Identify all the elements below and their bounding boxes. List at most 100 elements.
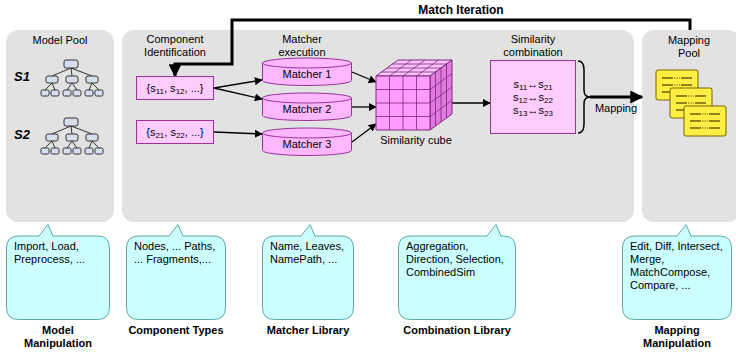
bubble-shape — [262, 224, 354, 320]
cylinder-top — [263, 133, 352, 138]
node-text: Nodes, ... Paths, ... Fragments,... — [134, 240, 220, 266]
cube-shape — [370, 58, 462, 132]
similarity-cube: Similarity cube — [370, 58, 462, 150]
connector-label: Mapping — [593, 102, 639, 115]
subscript: 21 — [155, 131, 164, 140]
matcher-cylinder: Matcher 1 — [262, 58, 352, 86]
library-title: Mapping Manipulation — [622, 324, 732, 350]
cylinder-body — [263, 128, 352, 156]
cube-grid — [376, 116, 430, 117]
node-text: Matcher 3 — [262, 138, 352, 151]
connector — [452, 102, 490, 103]
bubble-outline — [399, 225, 516, 320]
column-heading: Matcher execution — [262, 33, 342, 59]
mapping-sheet — [684, 106, 726, 136]
pool-panel: Mapping Pool — [642, 30, 736, 222]
match-process-panel — [122, 30, 634, 222]
pool-panel: Model Pool — [6, 30, 114, 222]
component-box: {s21, s22, ...} — [136, 120, 214, 144]
subscript: 22 — [176, 131, 185, 140]
subscript: 21 — [544, 83, 553, 92]
cube-grid — [393, 64, 447, 65]
connector — [175, 20, 690, 76]
node-text: s12↔s22 — [513, 91, 553, 104]
node-text: {s21, s22, ...} — [146, 126, 204, 139]
cube-grid — [376, 103, 430, 104]
library-title: Component Types — [126, 324, 226, 337]
cube-face — [430, 60, 452, 130]
bubble-text-area: Aggregation, Direction, Selection, Combi… — [406, 240, 510, 279]
connector — [214, 132, 262, 134]
cube-face — [376, 76, 430, 130]
subscript: 13 — [519, 109, 528, 118]
callout-bubble: Aggregation, Direction, Selection, Combi… — [398, 224, 516, 320]
library-title: Combination Library — [398, 324, 516, 337]
column-heading: Similarity combination — [490, 33, 576, 59]
cube-caption-area: Similarity cube — [366, 134, 466, 147]
connector — [214, 80, 262, 88]
connector-label: Match Iteration — [416, 3, 505, 17]
connector — [352, 106, 376, 107]
schema-name: S1 — [14, 70, 38, 83]
panel-heading-area: Model Pool — [31, 34, 89, 47]
cylinder-top — [263, 63, 352, 68]
connector — [590, 96, 642, 99]
cube-grid — [417, 60, 439, 76]
cube-grid — [430, 101, 452, 117]
bubble-text-area: Edit, Diff, Intersect, Merge, MatchCompo… — [630, 240, 726, 292]
subscript: 11 — [156, 87, 164, 96]
subscript: 12 — [519, 96, 528, 105]
bubble-outline — [263, 225, 354, 320]
mapping-bracket — [578, 61, 590, 133]
callout-bubble: Edit, Diff, Intersect, Merge, MatchCompo… — [622, 224, 732, 320]
node-text: s11↔s21 — [513, 78, 552, 91]
cylinder-text-area: Matcher 3 — [262, 138, 352, 151]
node-text: Matcher 1 — [262, 68, 352, 81]
cube-grid — [430, 87, 452, 103]
node-text: s13↔s23 — [513, 104, 553, 117]
model-pool-panel — [6, 30, 114, 222]
library-title: Model Manipulation — [8, 324, 108, 350]
node-text: Name, Leaves, NamePath, ... — [270, 240, 348, 266]
node-text: Similarity cube — [366, 134, 466, 147]
connector — [214, 88, 262, 99]
node-text: Model Pool — [31, 34, 89, 47]
cylinder-text-area: Matcher 1 — [262, 68, 352, 81]
node-text: Mapping Pool — [660, 34, 718, 60]
subscript: 23 — [544, 109, 553, 118]
cube-grid — [446, 64, 447, 118]
schema-tree — [41, 60, 103, 96]
subscript: 12 — [176, 87, 185, 96]
node-text: Edit, Diff, Intersect, Merge, MatchCompo… — [630, 240, 726, 292]
bubble-shape — [126, 224, 226, 320]
connector — [352, 72, 376, 82]
bubble-outline — [127, 225, 226, 320]
bubble-outline — [7, 225, 110, 320]
schema-tree — [41, 118, 103, 154]
cube-grid — [416, 76, 417, 130]
schema-name: S2 — [14, 128, 38, 141]
mapping-pool-panel — [642, 30, 736, 222]
column-heading: Component Identification — [135, 33, 215, 59]
cube-grid — [387, 68, 441, 69]
component-box: {s11, s12, ...} — [136, 76, 214, 100]
bubble-shape — [6, 224, 110, 320]
cylinder-body — [263, 58, 352, 86]
cylinder-body — [263, 93, 352, 121]
mapping-box: s11↔s21s12↔s22s13↔s23 — [490, 60, 576, 134]
subscript: 22 — [544, 96, 553, 105]
node-text: Matcher 2 — [262, 103, 352, 116]
library-title: Matcher Library — [262, 324, 354, 337]
bubble-outline — [623, 225, 732, 320]
bubble-text-area: Name, Leaves, NamePath, ... — [270, 240, 348, 266]
callout-bubble: Nodes, ... Paths, ... Fragments,... — [126, 224, 226, 320]
node-text: Aggregation, Direction, Selection, Combi… — [406, 240, 510, 279]
bubble-text-area: Import, Load, Preprocess, ... — [14, 240, 104, 266]
node-text: Import, Load, Preprocess, ... — [14, 240, 104, 266]
panel-heading-area: Mapping Pool — [660, 34, 718, 60]
callout-bubble: Name, Leaves, NamePath, ... — [262, 224, 354, 320]
subscript: 11 — [519, 83, 527, 92]
connector — [352, 124, 376, 142]
callout-bubble: Import, Load, Preprocess, ... — [6, 224, 110, 320]
